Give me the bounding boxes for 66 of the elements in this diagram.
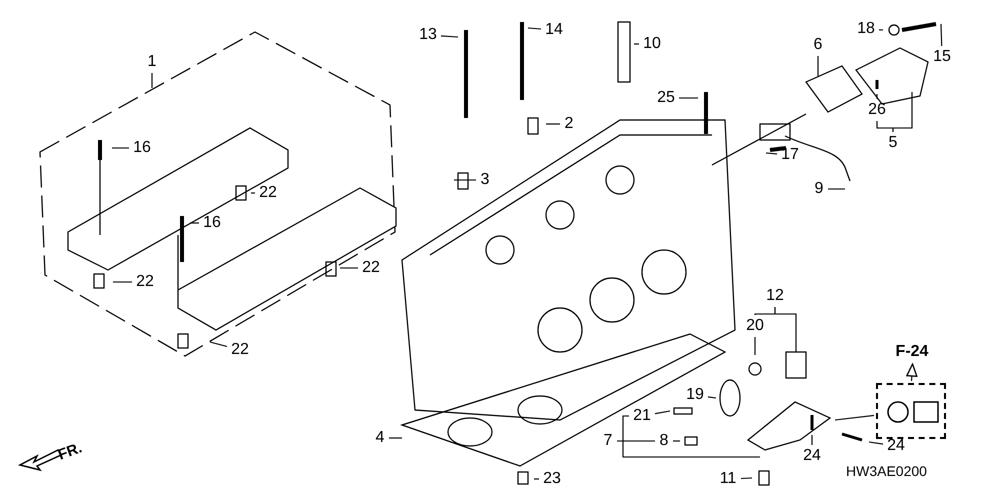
callout-number: 7 — [601, 432, 615, 450]
leader-line — [754, 337, 756, 355]
leader-line — [817, 56, 819, 76]
leader-line — [708, 396, 716, 399]
callout-number: 5 — [886, 134, 900, 152]
callout-number: 11 — [717, 470, 739, 488]
callout-number: 22 — [229, 341, 251, 359]
leader-line — [811, 435, 813, 445]
callout-number: 25 — [655, 89, 677, 107]
detail-frame — [876, 383, 946, 439]
callout-number: 22 — [134, 273, 156, 291]
callout-number: 15 — [931, 48, 953, 66]
callout-number: 23 — [541, 470, 563, 488]
leader-line — [828, 188, 845, 190]
leader-line — [834, 414, 874, 421]
callout-number: 2 — [562, 115, 576, 133]
leader-line — [151, 73, 153, 88]
callout-number: 3 — [478, 171, 492, 189]
callout-number: 24 — [885, 437, 907, 455]
callout-number: 21 — [631, 407, 653, 425]
leader-line — [654, 410, 670, 414]
leader-line — [868, 441, 884, 445]
callout-number: 24 — [801, 447, 823, 465]
leader-line — [454, 179, 476, 181]
leader-line — [878, 29, 884, 31]
callout-number: 1 — [145, 53, 159, 71]
drawing-code: HW3AE0200 — [846, 463, 927, 479]
leader-line — [940, 24, 942, 46]
leader-line — [528, 27, 542, 30]
leader-line — [440, 35, 458, 38]
leader-line — [617, 440, 760, 458]
leader-line — [112, 147, 129, 149]
leader-line — [679, 97, 698, 99]
leader-line — [740, 477, 752, 480]
callout-number: 10 — [641, 35, 663, 53]
figure-reference: F-24 — [890, 343, 934, 361]
callout-number: 4 — [373, 429, 387, 447]
callout-number: 22 — [360, 259, 382, 277]
callout-number: 8 — [657, 432, 671, 450]
leader-line — [190, 222, 199, 224]
leader-line — [876, 94, 878, 99]
leader-line — [210, 341, 228, 348]
leader-line — [774, 307, 797, 352]
leader-line — [113, 281, 132, 283]
leader-line — [634, 43, 639, 45]
callout-number: 22 — [257, 184, 279, 202]
leader-line — [546, 123, 560, 125]
callout-number: 18 — [855, 20, 877, 38]
arrow — [906, 363, 918, 382]
leader-line — [251, 192, 255, 194]
callout-number: 20 — [744, 317, 766, 335]
callout-number: 13 — [417, 26, 439, 44]
leader-line — [766, 152, 778, 154]
leader-line — [892, 92, 913, 132]
leader-line — [389, 437, 402, 439]
leader-line — [534, 478, 539, 480]
callout-number: 16 — [131, 139, 153, 157]
callout-number: 14 — [543, 21, 565, 39]
callout-number: 9 — [812, 180, 826, 198]
leader-line — [340, 267, 358, 269]
callout-number: 26 — [866, 101, 888, 119]
callout-number: 19 — [684, 386, 706, 404]
callout-number: 12 — [764, 287, 786, 305]
callout-number: 16 — [201, 214, 223, 232]
callout-number: 6 — [811, 36, 825, 54]
leader-line — [673, 440, 680, 442]
